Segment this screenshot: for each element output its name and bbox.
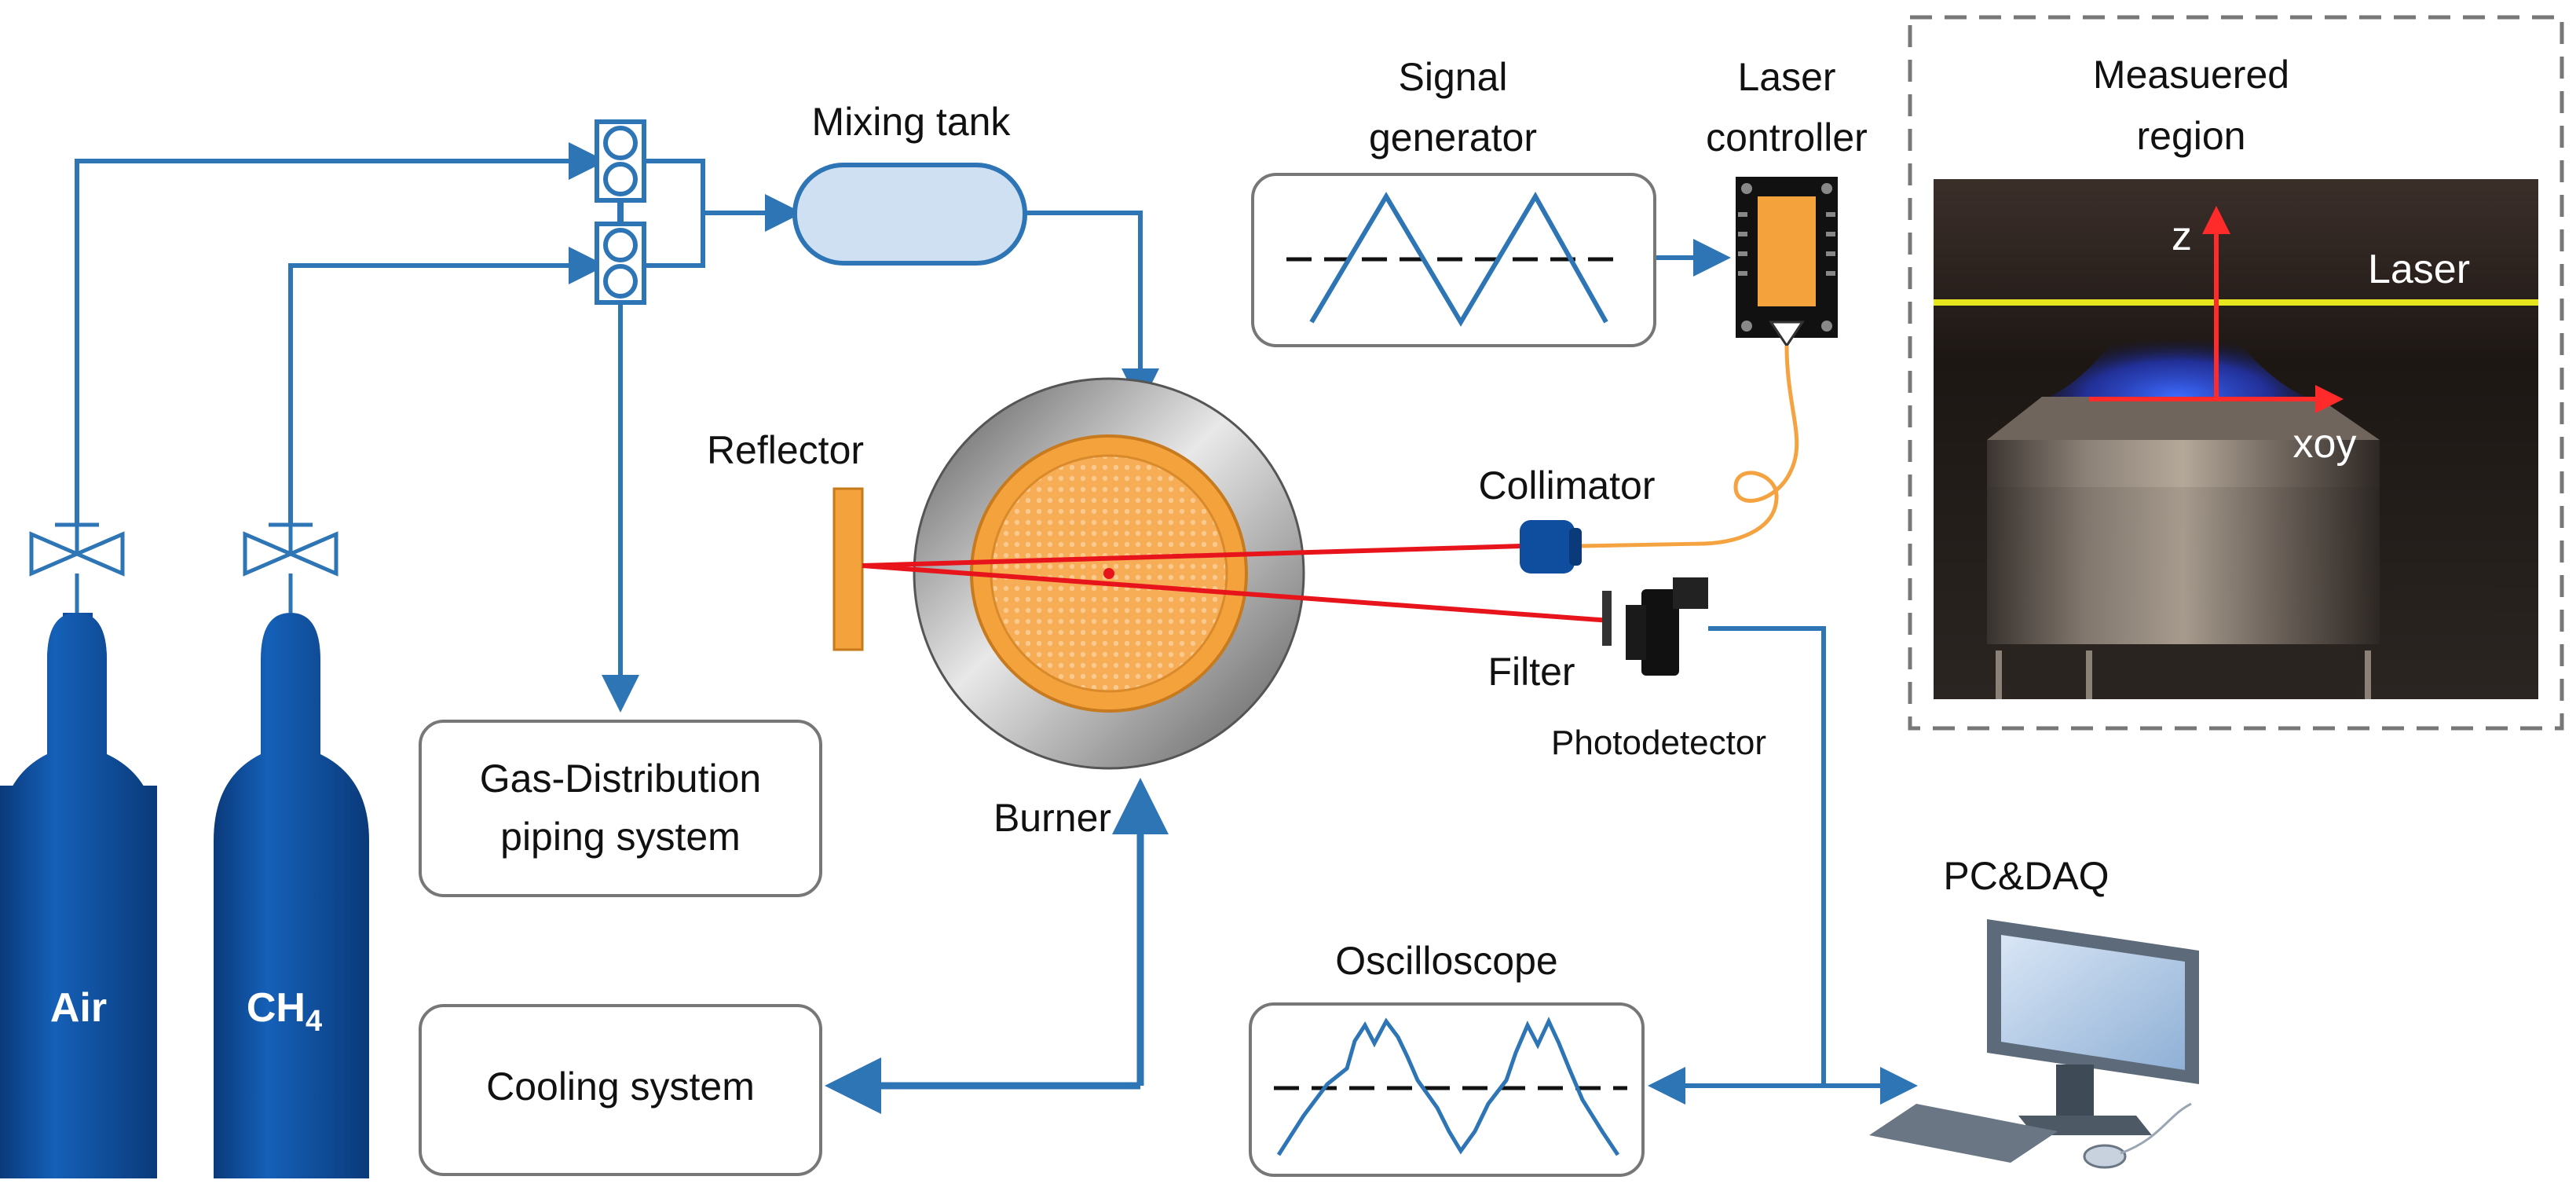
gas-distribution-label-2: piping system — [500, 815, 741, 859]
pc-daq-label: PC&DAQ — [1943, 854, 2109, 898]
filter-icon — [1602, 591, 1612, 646]
laser-controller-icon — [1736, 177, 1838, 348]
measured-region-frame — [1908, 15, 2564, 731]
valve-icon[interactable] — [243, 522, 338, 613]
gas-piping — [75, 142, 1918, 1114]
ch4-flow-meter-icon — [595, 222, 646, 305]
burner-label: Burner — [993, 796, 1111, 840]
measured-region-label-2: region — [2137, 114, 2246, 158]
oscilloscope-label: Oscilloscope — [1335, 939, 1557, 983]
triangle-wave-icon — [1286, 192, 1626, 327]
laser-controller-label-2: controller — [1706, 115, 1868, 159]
laser-beams — [862, 544, 1611, 623]
signal-generator-label-2: generator — [1369, 115, 1537, 159]
flame-photo — [1934, 179, 2538, 699]
photodetector-label: Photodetector — [1551, 724, 1766, 762]
collimator-icon — [1520, 520, 1582, 574]
mixing-tank-label: Mixing tank — [812, 100, 1012, 144]
optical-fiber — [1578, 345, 1799, 548]
signal-generator-label-1: Signal — [1399, 55, 1508, 99]
air-label: Air — [50, 985, 107, 1031]
burner — [913, 377, 1305, 770]
cooling-system-label: Cooling system — [486, 1065, 755, 1109]
computer-icon — [1869, 919, 2199, 1169]
photo-z-label: z — [2172, 214, 2192, 259]
mixing-tank — [792, 163, 1027, 266]
measured-region-label-1: Measuered — [2093, 53, 2289, 97]
reflector-label: Reflector — [707, 428, 864, 472]
photo-xoy-label: xoy — [2293, 421, 2357, 467]
air-cylinder — [0, 613, 157, 1178]
reflector — [832, 487, 864, 651]
photo-laser-label: Laser — [2368, 247, 2470, 292]
photodetector-icon — [1626, 577, 1708, 676]
gas-distribution-label-1: Gas-Distribution — [480, 757, 761, 801]
ch4-cylinder — [214, 613, 369, 1178]
cooling-system-box — [419, 1004, 822, 1176]
filter-label: Filter — [1487, 650, 1575, 694]
valve-icon[interactable] — [29, 522, 125, 613]
ch4-label: CH4 — [247, 985, 322, 1038]
collimator-label: Collimator — [1478, 464, 1655, 508]
oscilloscope-waveform-icon — [1274, 1017, 1627, 1156]
air-flow-meter-icon — [595, 119, 646, 203]
laser-controller-label-1: Laser — [1737, 55, 1835, 99]
gas-distribution-box — [419, 720, 822, 897]
